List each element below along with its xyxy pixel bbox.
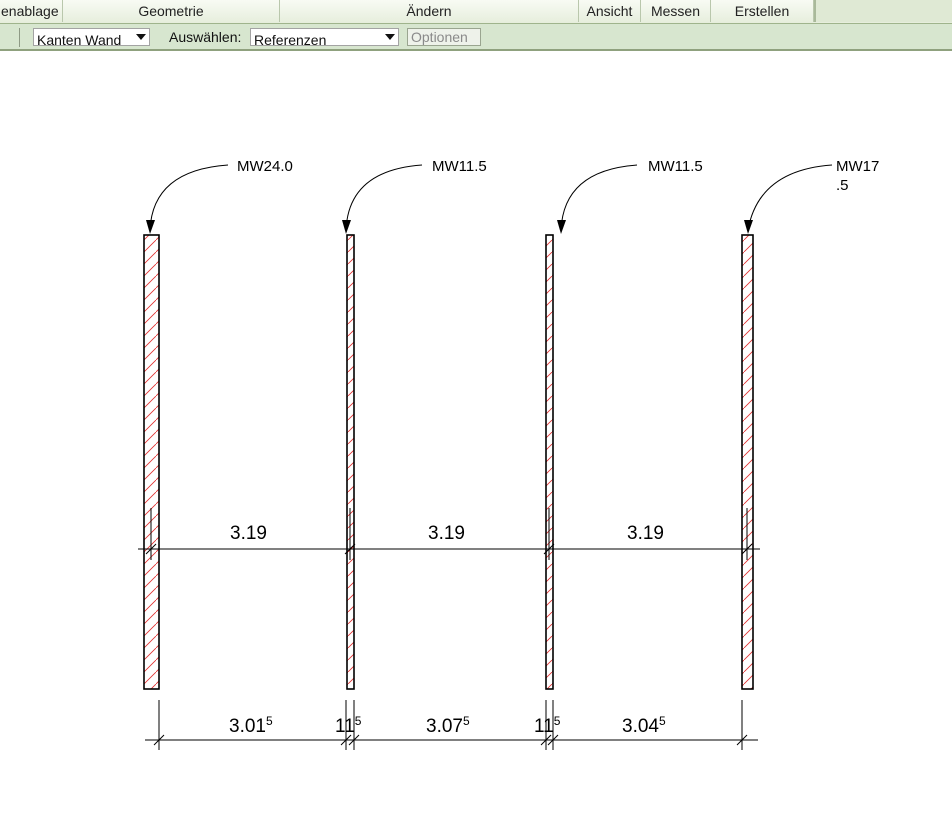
dimension-value[interactable]: 3.19 (428, 523, 465, 544)
wall-tag-1[interactable]: MW24.0 (237, 158, 293, 175)
dimension-main: 3.04 (622, 716, 659, 737)
select-label: Auswählen: (169, 29, 242, 45)
dimension-superscript: 5 (553, 714, 561, 728)
dimension-value[interactable]: 115 (335, 714, 361, 738)
dimension-superscript: 5 (265, 714, 273, 728)
panel-modify[interactable]: Ändern (280, 0, 579, 22)
dropdown-arrow-icon (136, 34, 146, 40)
wall-tag-3[interactable]: MW11.5 (648, 158, 703, 175)
select-dropdown-value: Referenzen (254, 32, 327, 46)
panel-geometry[interactable]: Geometrie (63, 0, 280, 22)
wall-2[interactable] (346, 234, 355, 690)
dimension-value[interactable]: 3.19 (627, 523, 664, 544)
dimension-main: 11 (534, 716, 554, 737)
type-dropdown-value: Kanten Wand (37, 32, 122, 46)
wall-tag-4-line1[interactable]: MW17 (836, 158, 880, 175)
wall-3[interactable] (545, 234, 554, 690)
options-button[interactable]: Optionen (407, 28, 481, 46)
options-bar-separator (19, 28, 20, 47)
dropdown-arrow-icon (385, 34, 395, 40)
wall-4[interactable] (741, 234, 754, 690)
dimension-value[interactable]: 3.075 (426, 714, 470, 738)
panel-clipboard[interactable]: enablage (0, 0, 63, 22)
dimension-line-lower[interactable] (145, 700, 758, 750)
select-dropdown[interactable]: Referenzen (250, 28, 399, 46)
dimension-line-upper[interactable] (138, 508, 760, 560)
wall-tag-4-line2[interactable]: .5 (836, 177, 849, 194)
dimension-value[interactable]: 3.19 (230, 523, 267, 544)
dimension-superscript: 5 (658, 714, 666, 728)
ribbon-empty-area (814, 0, 952, 22)
dimension-value[interactable]: 115 (534, 714, 560, 738)
dimension-main: 3.07 (426, 716, 463, 737)
dimension-superscript: 5 (354, 714, 362, 728)
panel-measure[interactable]: Messen (641, 0, 711, 22)
options-bar: Kanten Wand Auswählen: Referenzen Option… (0, 24, 952, 51)
tag-leaders (149, 164, 833, 231)
dimension-main: 3.01 (229, 716, 266, 737)
tag-arrowheads (146, 220, 753, 234)
type-dropdown[interactable]: Kanten Wand (33, 28, 150, 46)
dimension-main: 11 (335, 716, 355, 737)
dimension-value[interactable]: 3.015 (229, 714, 273, 738)
wall-1[interactable] (143, 234, 160, 690)
wall-tag-2[interactable]: MW11.5 (432, 158, 487, 175)
dimension-value[interactable]: 3.045 (622, 714, 666, 738)
panel-create[interactable]: Erstellen (711, 0, 814, 22)
dimension-superscript: 5 (462, 714, 470, 728)
panel-view[interactable]: Ansicht (579, 0, 641, 22)
ribbon-panel-bar: enablage Geometrie Ändern Ansicht Messen… (0, 0, 952, 24)
